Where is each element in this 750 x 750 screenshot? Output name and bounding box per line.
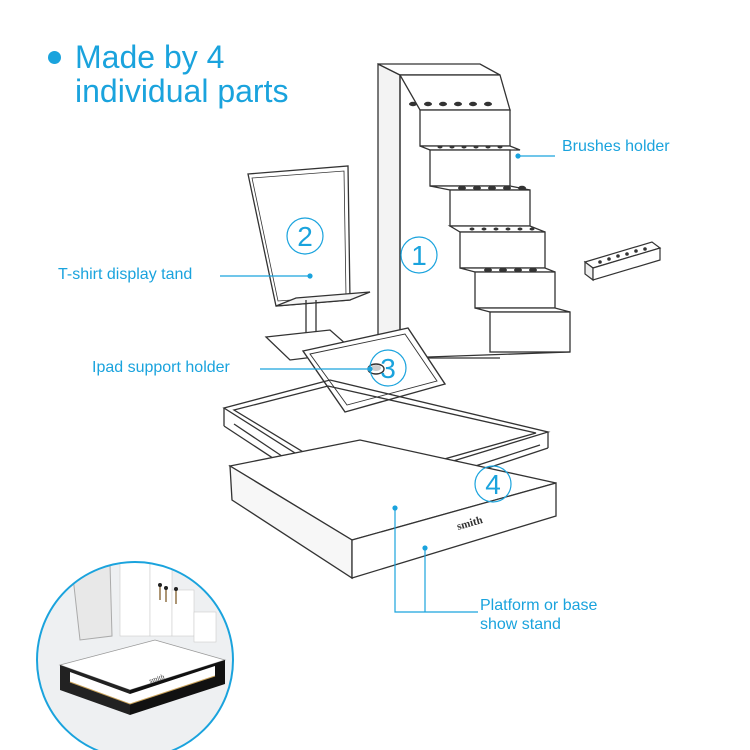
svg-text:4: 4 (485, 469, 501, 500)
svg-text:3: 3 (380, 353, 396, 384)
tshirt-stand-drawing (247, 165, 371, 361)
part-number-3: 3 (369, 349, 407, 387)
heading-bullet (48, 51, 61, 64)
svg-text:2: 2 (297, 221, 313, 252)
part-number-2: 2 (286, 217, 324, 255)
brushes-holder-label: Brushes holder (562, 138, 670, 155)
heading-line-1: Made by 4 (75, 39, 225, 75)
brushes-holder-drawing (377, 62, 571, 360)
leader-lines (220, 153, 555, 613)
platform-label-line-1: Platform or base (480, 597, 598, 614)
platform-label: Platform or base show stand (480, 596, 597, 634)
svg-text:1: 1 (411, 240, 427, 271)
base-block-drawing: smith (228, 439, 557, 580)
tshirt-stand-label: T-shirt display tand (58, 266, 193, 283)
part-number-1: 1 (400, 236, 438, 274)
heading-line-2: individual parts (75, 73, 289, 109)
part-number-4: 4 (474, 465, 512, 503)
platform-label-line-2: show stand (480, 616, 561, 633)
heading: Made by 4 individual parts (75, 40, 288, 108)
loose-brush-bar (583, 241, 662, 282)
product-photo-inset: smith (36, 561, 234, 750)
ipad-holder-label: Ipad support holder (92, 359, 230, 376)
ipad-holder-drawing (301, 327, 447, 413)
